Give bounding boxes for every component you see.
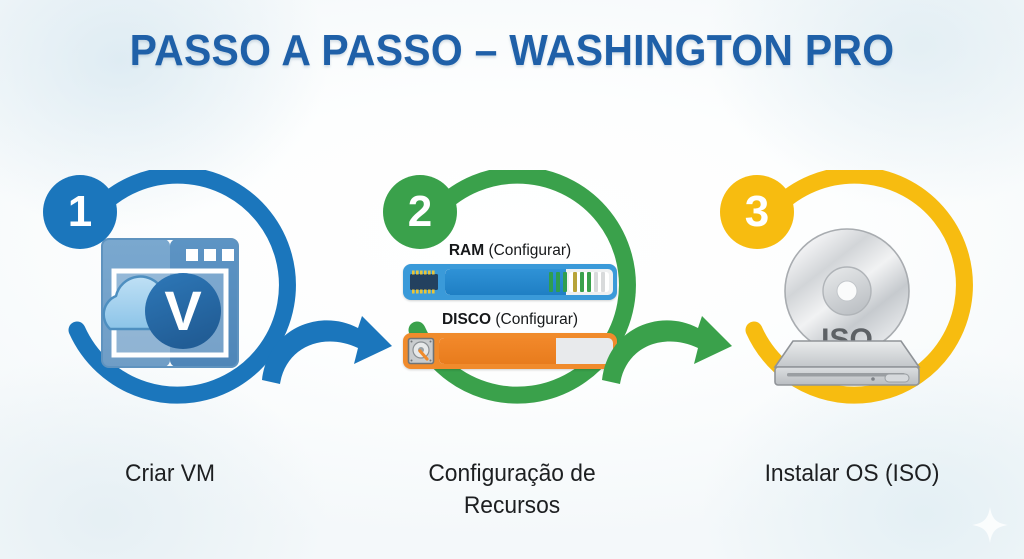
- step-3-number-badge: 3: [720, 175, 794, 249]
- ram-label-action: (Configurar): [488, 241, 572, 259]
- step-1-number: 1: [67, 187, 93, 236]
- step-3-ring: [745, 170, 973, 404]
- step-2-number: 2: [407, 187, 433, 236]
- disk-label-action: (Configurar): [495, 310, 579, 328]
- optical-disc-drive-icon: ISO: [773, 228, 921, 386]
- arrow-step2-to-step3: [602, 316, 732, 384]
- step-2-artwork: RAM (Configurar): [375, 170, 645, 440]
- ram-label-key: RAM: [448, 241, 485, 259]
- step-1-caption: Criar VM: [125, 460, 215, 487]
- steps-row: 1: [0, 170, 1024, 440]
- disk-bar-track: [439, 337, 613, 364]
- memory-chip-icon: [410, 270, 438, 293]
- step-1[interactable]: 1: [35, 170, 305, 440]
- arrow-step1-to-step2: [262, 316, 392, 384]
- disk-label-key: DISCO: [441, 310, 492, 328]
- hard-disk-icon: [407, 337, 435, 364]
- ram-tick-group-outer: [569, 271, 609, 292]
- vm-window-cloud-icon: V: [101, 238, 239, 368]
- ram-tick-group-inner: [549, 271, 568, 292]
- ram-bar-fill: [445, 268, 566, 295]
- step-3-number: 3: [744, 187, 770, 236]
- step-1-ring: [68, 170, 296, 404]
- step-1-number-badge: 1: [43, 175, 117, 249]
- ram-bar-track: [445, 268, 613, 295]
- step-2-ring: [408, 170, 636, 404]
- vm-letter: V: [164, 279, 201, 342]
- resource-disk[interactable]: DISCO (Configurar): [403, 311, 617, 369]
- disk-bar[interactable]: [403, 332, 617, 369]
- resource-sliders-icon: RAM (Configurar): [403, 242, 617, 369]
- resource-ram[interactable]: RAM (Configurar): [403, 242, 617, 300]
- sparkle-icon: [972, 507, 1008, 543]
- page-title: PASSO A PASSO – WASHINGTON PRO: [129, 26, 895, 75]
- step-2[interactable]: 2 RAM (Configurar): [375, 170, 645, 440]
- disk-label: DISCO (Configurar): [403, 311, 617, 329]
- disk-bar-fill: [439, 337, 556, 364]
- step-3[interactable]: 3: [712, 170, 982, 440]
- ram-label: RAM (Configurar): [403, 242, 617, 260]
- step-2-caption: Configuração de Recursos: [428, 460, 596, 519]
- step-3-caption: Instalar OS (ISO): [764, 460, 940, 487]
- captions-row: Criar VM Configuração de Recursos Instal…: [0, 458, 1024, 558]
- step-1-artwork: V: [35, 170, 305, 440]
- step-2-number-badge: 2: [383, 175, 457, 249]
- ram-bar[interactable]: [403, 263, 617, 300]
